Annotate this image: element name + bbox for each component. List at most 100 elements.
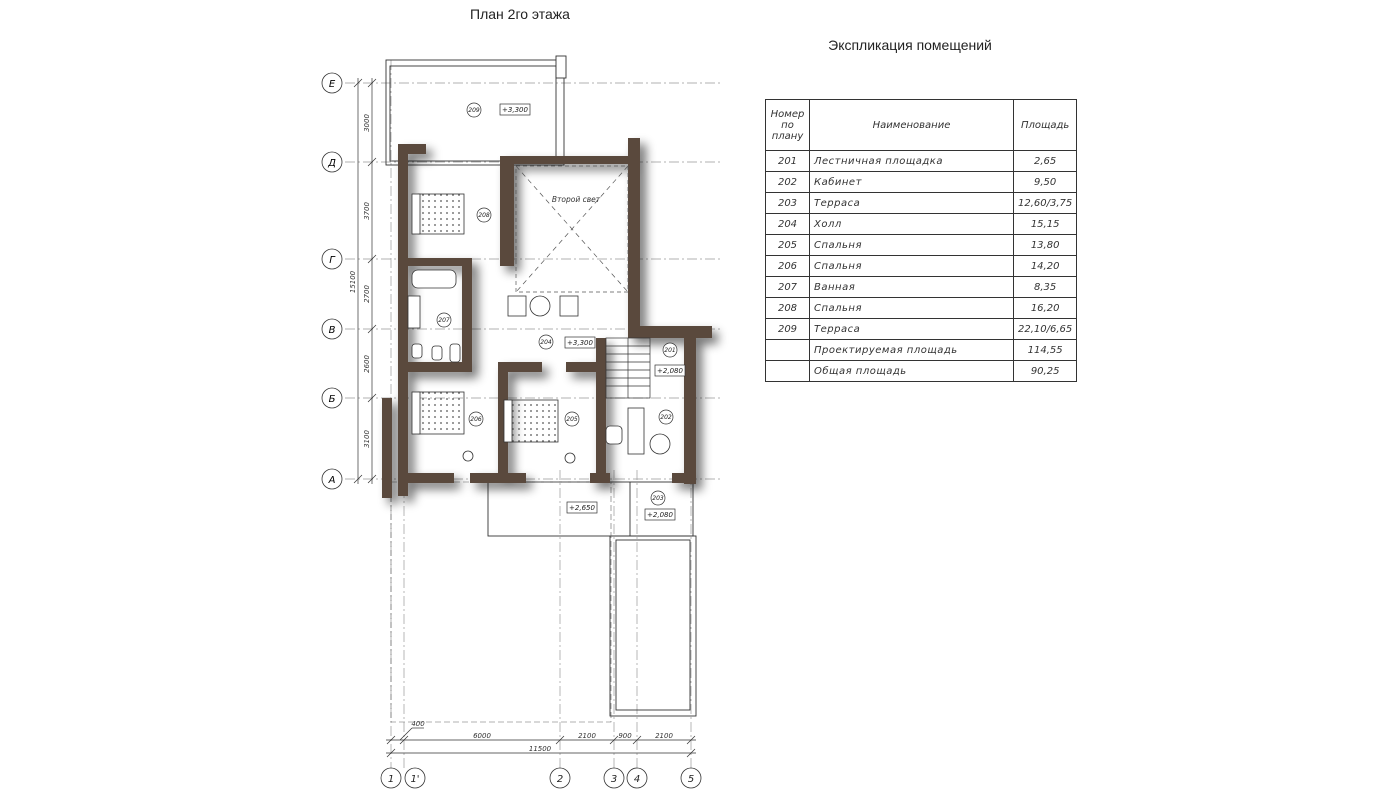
terrace-209 (385, 55, 567, 166)
axis-label-1: 1 (388, 774, 394, 785)
plan-title: План 2го этажа (470, 6, 570, 22)
cell-name: Терраса (809, 192, 1014, 214)
cell-name: Ванная (809, 276, 1014, 298)
dim-v-2: 3700 (363, 202, 371, 220)
row-axis-markers: Е Д Г В Б А (321, 72, 343, 490)
level-mark-5: +2,080 (647, 511, 673, 519)
horizontal-dimension (386, 727, 696, 758)
vertical-dimension (353, 78, 377, 484)
cell-area: 8,35 (1012, 276, 1078, 298)
dim-v-3: 2700 (363, 285, 371, 303)
axis-label-3: 3 (611, 774, 617, 785)
tag-203: 203 (652, 495, 664, 502)
cell-number: 203 (765, 192, 810, 214)
cell-number: 204 (765, 213, 810, 235)
level-mark-3: +2,080 (657, 367, 683, 375)
walls (382, 138, 712, 498)
axis-label-d: Д (327, 158, 336, 169)
floor-plan-drawing: Е Д Г В Б А 3000 3700 2700 2600 3100 151… (321, 55, 720, 789)
cell-number: 205 (765, 234, 810, 256)
cell-name: Кабинет (809, 171, 1014, 193)
stairs (605, 337, 651, 399)
axis-label-5: 5 (688, 774, 694, 785)
cell-number: 209 (765, 318, 810, 340)
column-axis-markers (380, 767, 702, 789)
cell-name: Холл (809, 213, 1014, 235)
table-title: Экспликация помещений (828, 37, 992, 53)
tag-209: 209 (468, 107, 480, 114)
header-area: Площадь (1012, 99, 1078, 151)
cell-number: 207 (765, 276, 810, 298)
second-light-label: Второй свет (552, 195, 601, 204)
cell-area: 15,15 (1012, 213, 1078, 235)
tag-201: 201 (664, 347, 675, 354)
cell-number: 201 (765, 150, 810, 172)
cell-number (765, 339, 810, 361)
axis-label-b: Б (329, 394, 336, 405)
tag-208: 208 (478, 212, 490, 219)
dim-v-total: 15100 (349, 270, 357, 293)
cell-area: 16,20 (1012, 297, 1078, 319)
cell-number: 202 (765, 171, 810, 193)
dim-h-2: 2100 (578, 732, 596, 740)
level-mark-4: +2,650 (569, 504, 595, 512)
cell-number: 208 (765, 297, 810, 319)
tag-207: 207 (438, 317, 450, 324)
header-name: Наименование (809, 99, 1014, 151)
cell-number: 206 (765, 255, 810, 277)
dim-h-total: 11500 (529, 745, 552, 753)
cell-name: Спальня (809, 234, 1014, 256)
table-header-row: Номер по плану Наименование Площадь (765, 99, 1078, 151)
cell-area: 9,50 (1012, 171, 1078, 193)
cell-name: Общая площадь (809, 360, 1014, 382)
axis-label-1prime: 1' (410, 774, 419, 785)
dim-v-4: 2600 (363, 355, 371, 373)
axis-label-4: 4 (634, 774, 640, 785)
tag-206: 206 (470, 416, 482, 423)
cell-area: 90,25 (1012, 360, 1078, 382)
axis-label-2: 2 (557, 774, 563, 785)
cell-name: Спальня (809, 255, 1014, 277)
level-mark-1: +3,300 (502, 106, 528, 114)
cell-name: Терраса (809, 318, 1014, 340)
dim-h-4: 2100 (655, 732, 673, 740)
tag-202: 202 (660, 414, 672, 421)
dim-h-3: 900 (618, 732, 632, 740)
cell-area: 2,65 (1012, 150, 1078, 172)
furniture (407, 193, 671, 464)
room-tags (436, 102, 678, 506)
tag-205: 205 (566, 416, 578, 423)
cell-number (765, 360, 810, 382)
axis-label-g: Г (329, 255, 336, 266)
cell-area: 13,80 (1012, 234, 1078, 256)
tag-204: 204 (540, 339, 552, 346)
cell-area: 12,60/3,75 (1012, 192, 1078, 214)
axis-label-a: А (328, 475, 336, 486)
cell-name: Спальня (809, 297, 1014, 319)
level-mark-2: +3,300 (567, 339, 593, 347)
cell-name: Лестничная площадка (809, 150, 1014, 172)
dim-v-1: 3000 (363, 114, 371, 132)
cell-area: 114,55 (1012, 339, 1078, 361)
dim-h-1: 6000 (473, 732, 491, 740)
cell-area: 14,20 (1012, 255, 1078, 277)
dim-v-5: 3100 (363, 430, 371, 448)
dim-h-offset: 400 (411, 720, 425, 728)
header-number: Номер по плану (765, 99, 810, 151)
second-light-void (515, 165, 629, 293)
axis-label-e: Е (329, 79, 336, 90)
cell-name: Проектируемая площадь (809, 339, 1014, 361)
axis-label-v: В (329, 325, 336, 336)
